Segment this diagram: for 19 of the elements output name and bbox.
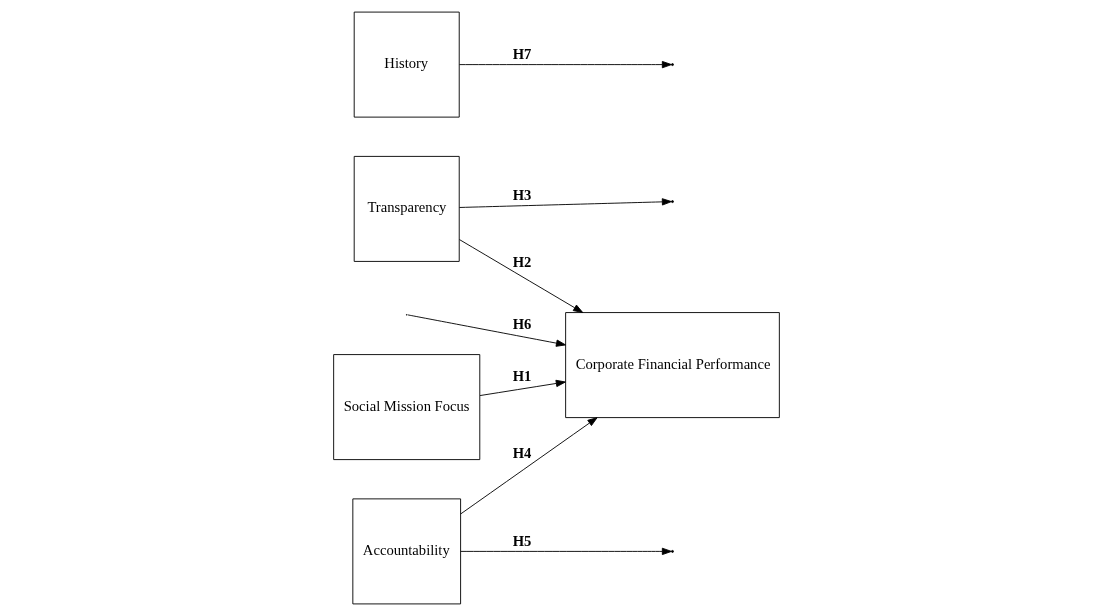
node-box: Accountability: [352, 498, 462, 605]
arrow: [407, 314, 566, 347]
arrow: [479, 379, 566, 396]
node-box: History: [353, 11, 460, 118]
arrow: [459, 60, 672, 69]
edge-label: H7: [512, 45, 532, 62]
arrow: [460, 547, 672, 556]
node-box: Transparency: [353, 155, 460, 262]
edge-label: H2: [512, 254, 532, 271]
node-box: Social Mission Focus: [333, 354, 481, 461]
edge-label: H3: [512, 186, 532, 203]
edge-label: H6: [512, 316, 532, 333]
edge-label: H1: [512, 368, 532, 385]
edge-label: H4: [512, 445, 532, 462]
arrow: [459, 198, 672, 208]
arrow: [459, 239, 584, 313]
arrow: [460, 417, 598, 515]
edge-label: H5: [512, 532, 532, 549]
node-box: Corporate Financial Performance: [565, 312, 780, 419]
